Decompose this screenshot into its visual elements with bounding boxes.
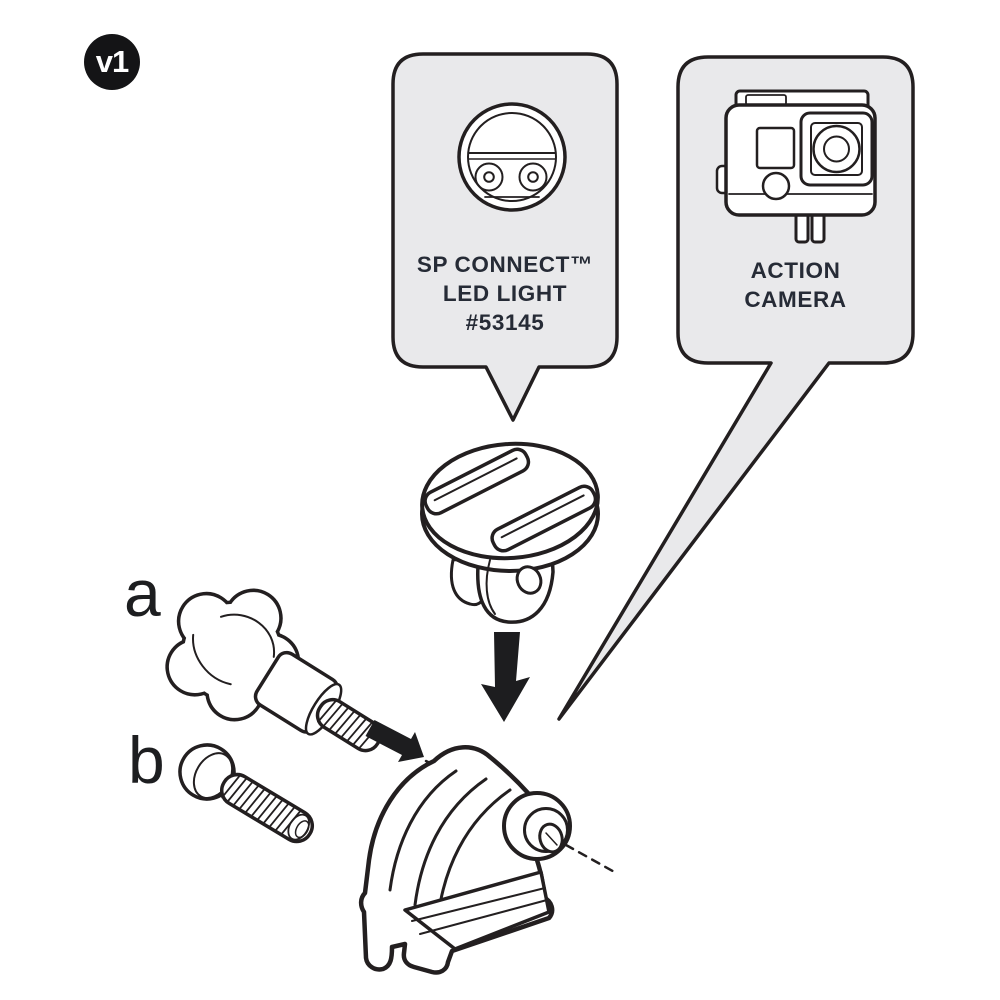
thumb-screw: [165, 588, 383, 753]
version-badge: v1: [84, 34, 140, 90]
screw-axis-dashes-exit: [564, 843, 620, 876]
camera-callout-line2: CAMERA: [744, 287, 847, 312]
part-label-a: a: [124, 556, 161, 630]
camera-callout-line1: ACTION: [750, 258, 841, 283]
led-light-icon: [457, 102, 567, 212]
led-callout-text: SP CONNECT™ LED LIGHT #53145: [393, 250, 617, 337]
led-callout-line3: #53145: [465, 310, 545, 335]
camera-callout-text: ACTION CAMERA: [678, 256, 913, 314]
insert-arrow: [365, 720, 424, 762]
led-callout-line1: SP CONNECT™: [416, 252, 594, 277]
action-mount-base: [358, 745, 572, 975]
camera-mount-adapter: [420, 441, 600, 624]
part-label-b: b: [128, 723, 165, 797]
action-camera-icon: [715, 89, 877, 244]
bolt: [178, 743, 315, 844]
down-arrow: [481, 632, 530, 722]
led-callout-line2: LED LIGHT: [442, 281, 568, 306]
